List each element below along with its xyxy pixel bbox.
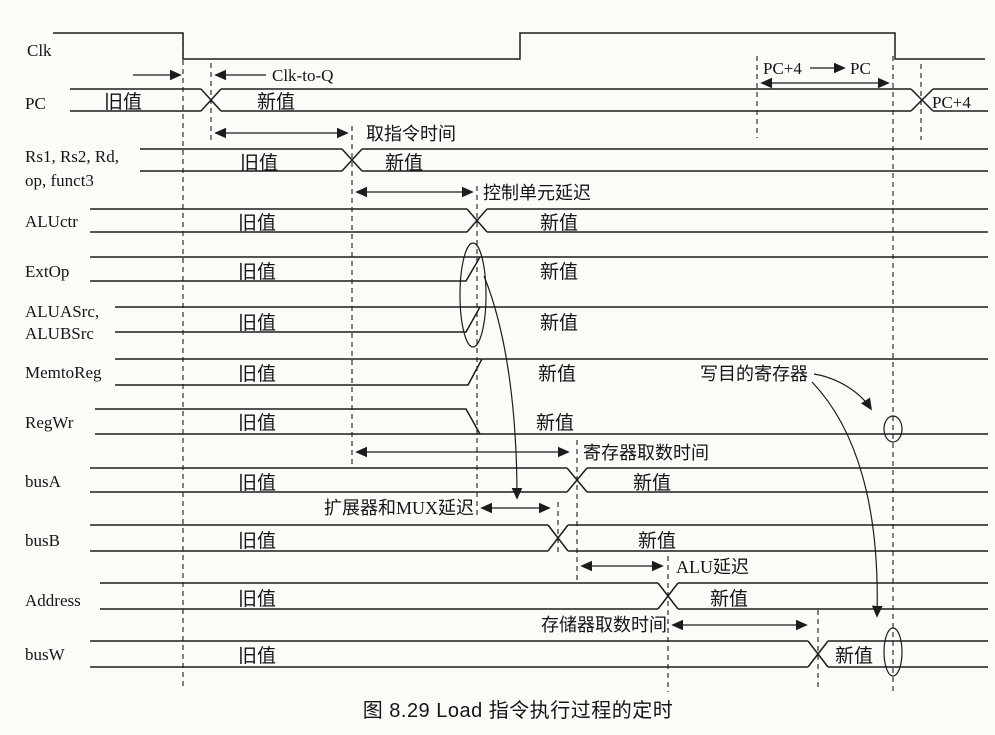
- busa-old-value: 旧值: [238, 472, 276, 494]
- clk-to-q-label: Clk-to-Q: [272, 66, 333, 85]
- signal-row-busw: busW 旧值 新值: [25, 640, 988, 668]
- signal-label-busb: busB: [25, 531, 60, 550]
- regwr-waveform: [95, 408, 988, 435]
- signal-label-alusrc-1: ALUASrc,: [25, 302, 99, 321]
- signal-row-pc: PC 旧值 新值 PC+4: [25, 88, 988, 113]
- write-dest-reg-label: 写目的寄存器: [700, 364, 808, 384]
- signal-row-alusrc: ALUASrc, ALUBSrc 旧值 新值: [25, 302, 988, 343]
- alusrc-old-value: 旧值: [238, 312, 276, 334]
- signal-row-busa: busA 旧值 新值: [25, 467, 988, 494]
- signal-row-instr-fields: Rs1, Rs2, Rd, op, funct3 旧值 新值: [25, 147, 988, 190]
- memory-time-label: 存储器取数时间: [541, 615, 667, 635]
- instr-new-value: 新值: [385, 152, 423, 174]
- signal-row-address: Address 旧值 新值: [25, 582, 988, 610]
- signal-label-instr-fields-2: op, funct3: [25, 171, 94, 190]
- signal-row-extop: ExtOp 旧值 新值: [25, 256, 988, 283]
- control-to-busb-arrow: [483, 275, 523, 500]
- control-delay-label: 控制单元延迟: [483, 183, 591, 203]
- busw-write-ellipse: [883, 627, 903, 677]
- signal-row-regwr: RegWr 旧值 新值: [25, 408, 988, 435]
- instr-old-value: 旧值: [240, 152, 278, 174]
- regwr-edge-ellipse: [883, 415, 903, 443]
- busw-waveform: [90, 640, 988, 668]
- signal-label-instr-fields-1: Rs1, Rs2, Rd,: [25, 147, 119, 166]
- clock-waveform: [53, 32, 985, 60]
- fetch-time-label: 取指令时间: [366, 124, 456, 144]
- highlight-marks: [459, 242, 903, 677]
- aluctr-new-value: 新值: [540, 212, 578, 234]
- alusrc-new-value: 新值: [540, 312, 578, 334]
- regwr-old-value: 旧值: [238, 412, 276, 434]
- clock-row: Clk: [27, 32, 985, 60]
- signal-label-busw: busW: [25, 645, 66, 664]
- signal-label-alusrc-2: ALUBSrc: [25, 324, 94, 343]
- pc-waveform: [70, 88, 988, 112]
- busa-new-value: 新值: [633, 472, 671, 494]
- busw-old-value: 旧值: [238, 645, 276, 667]
- signal-label-pc: PC: [25, 94, 46, 113]
- signal-row-memtoreg: MemtoReg 旧值 新值: [25, 358, 988, 386]
- extop-waveform: [90, 256, 988, 282]
- signal-label-extop: ExtOp: [25, 262, 69, 281]
- timing-guides: [182, 33, 922, 692]
- signal-label-clk: Clk: [27, 41, 52, 60]
- write-dest-reg-arrow-regwr: [813, 373, 872, 411]
- figure-caption: 图 8.29 Load 指令执行过程的定时: [363, 699, 674, 722]
- address-new-value: 新值: [710, 588, 748, 610]
- aluctr-waveform: [90, 208, 988, 233]
- regfile-time-label: 寄存器取数时间: [583, 443, 709, 463]
- extop-old-value: 旧值: [238, 261, 276, 283]
- pc-old-value: 旧值: [104, 91, 142, 113]
- pc-new-value: 新值: [257, 91, 295, 113]
- memtoreg-old-value: 旧值: [238, 363, 276, 385]
- busb-old-value: 旧值: [238, 530, 276, 552]
- aluctr-old-value: 旧值: [238, 212, 276, 234]
- signal-label-memtoreg: MemtoReg: [25, 363, 102, 382]
- signal-label-aluctr: ALUctr: [25, 212, 78, 231]
- write-dest-reg-arrow-busw: [811, 381, 883, 618]
- busb-new-value: 新值: [638, 530, 676, 552]
- signal-row-busb: busB 旧值 新值: [25, 524, 988, 552]
- signal-label-regwr: RegWr: [25, 413, 74, 432]
- busw-new-value: 新值: [835, 645, 873, 667]
- pc-tail-value: PC+4: [932, 93, 971, 112]
- memtoreg-new-value: 新值: [538, 363, 576, 385]
- busb-waveform: [90, 524, 988, 552]
- alu-delay-label: ALU延迟: [676, 557, 749, 577]
- signal-label-busa: busA: [25, 472, 62, 491]
- regwr-new-value: 新值: [536, 412, 574, 434]
- address-old-value: 旧值: [238, 588, 276, 610]
- alusrc-waveform: [115, 306, 988, 333]
- delay-annotations: Clk-to-Q 取指令时间 控制单元延迟 PC+4 PC 寄存器取数时间 扩展…: [133, 59, 890, 635]
- pc-update-label-right: PC: [850, 59, 871, 78]
- address-waveform: [100, 582, 988, 610]
- pc-update-label-left: PC+4: [763, 59, 802, 78]
- memtoreg-waveform: [115, 358, 988, 386]
- signal-row-aluctr: ALUctr 旧值 新值: [25, 208, 988, 234]
- signal-label-address: Address: [25, 591, 81, 610]
- instr-fields-waveform: [140, 148, 988, 172]
- control-signals-ellipse: [459, 242, 487, 348]
- ext-mux-delay-label: 扩展器和MUX延迟: [324, 498, 474, 518]
- extop-new-value: 新值: [540, 261, 578, 283]
- busa-waveform: [90, 467, 988, 493]
